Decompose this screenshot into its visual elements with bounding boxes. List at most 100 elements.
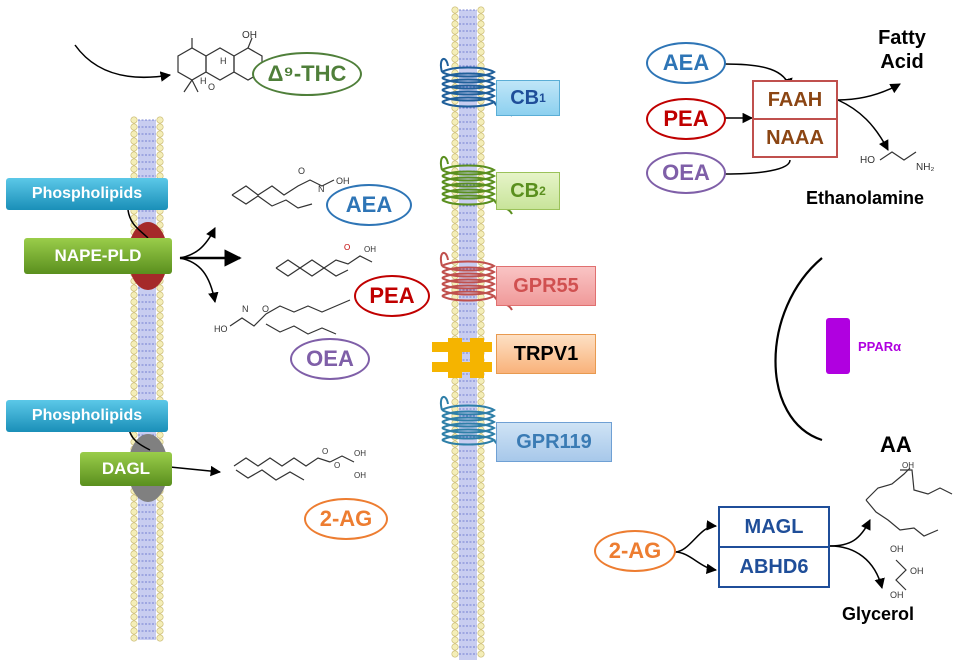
lipid-head xyxy=(156,515,164,523)
lipid-head xyxy=(156,116,164,124)
lipid-head xyxy=(451,594,459,602)
lipid-head xyxy=(477,636,485,644)
aea-label: AEA xyxy=(345,192,393,217)
lipid-head xyxy=(477,545,485,553)
helix-turn xyxy=(441,188,496,200)
lipid-head xyxy=(130,340,138,348)
cb2-subscript: 2 xyxy=(539,184,546,198)
lipid-head xyxy=(156,312,164,320)
lipid-head xyxy=(130,382,138,390)
lipid-head xyxy=(477,300,485,308)
lipid-head xyxy=(477,531,485,539)
lipid-head xyxy=(156,508,164,516)
lipid-head xyxy=(477,118,485,126)
helix-turn xyxy=(441,416,496,428)
lipid-head xyxy=(156,165,164,173)
two-ag-o-label-1: O xyxy=(322,447,328,456)
helix-turn xyxy=(441,170,496,182)
phospholipids-label-2: Phospholipids xyxy=(31,407,143,424)
abhd6-enzyme: ABHD6 xyxy=(718,546,830,588)
lipid-head xyxy=(451,244,459,252)
lipid-head xyxy=(451,650,459,658)
lipid-head xyxy=(477,622,485,630)
oea-ho-label: HO xyxy=(214,324,228,334)
lipid-head xyxy=(451,517,459,525)
lipid-head xyxy=(156,375,164,383)
lipid-head xyxy=(130,627,138,635)
gpr119-label: GPR119 xyxy=(516,430,592,453)
lipid-head xyxy=(477,650,485,658)
lipid-head xyxy=(477,146,485,154)
lipid-head xyxy=(156,634,164,642)
cb2-helix xyxy=(439,155,513,215)
lipid-head xyxy=(477,475,485,483)
lipid-head xyxy=(130,319,138,327)
lipid-head xyxy=(130,375,138,383)
thc-h-label-1: H xyxy=(220,56,227,66)
lipid-head xyxy=(451,559,459,567)
gpr119-receptor: GPR119 xyxy=(496,422,612,462)
oea-n-label: N xyxy=(242,304,249,314)
dagl-box: DAGL xyxy=(80,452,172,486)
lipid-head xyxy=(130,613,138,621)
lipid-head xyxy=(130,557,138,565)
lipid-head xyxy=(477,566,485,574)
lipid-head xyxy=(477,223,485,231)
faah-enzyme: FAAH xyxy=(752,80,838,120)
phospholipids-label-1: Phospholipids xyxy=(31,185,143,202)
lipid-head xyxy=(451,643,459,651)
lipid-head xyxy=(130,389,138,397)
lipid-head xyxy=(451,125,459,133)
lipid-head xyxy=(477,41,485,49)
lipid-head xyxy=(156,305,164,313)
lipid-head xyxy=(156,389,164,397)
lipid-head xyxy=(130,543,138,551)
lipid-head xyxy=(156,333,164,341)
lipid-head xyxy=(130,347,138,355)
lipid-head xyxy=(130,116,138,124)
lipid-head xyxy=(451,552,459,560)
lipid-head xyxy=(156,536,164,544)
glycerol-oh-label-1: OH xyxy=(890,544,904,554)
lipid-head xyxy=(451,153,459,161)
lipid-head xyxy=(130,305,138,313)
lipid-head xyxy=(477,482,485,490)
lipid-head xyxy=(451,482,459,490)
lipid-head xyxy=(477,510,485,518)
naaa-enzyme: NAAA xyxy=(752,118,838,158)
lipid-head xyxy=(477,230,485,238)
lipid-head xyxy=(156,347,164,355)
lipid-head xyxy=(451,146,459,154)
dagl-label: DAGL xyxy=(101,459,151,478)
pea-label-right: PEA xyxy=(663,106,709,131)
lipid-head xyxy=(130,620,138,628)
thc-ligand: Δ⁹-THC xyxy=(252,52,362,96)
lipid-head xyxy=(130,165,138,173)
lipid-head xyxy=(477,468,485,476)
lipid-head xyxy=(451,475,459,483)
ethanolamine-nh2-label: NH₂ xyxy=(916,162,934,173)
cb2-label: CB xyxy=(510,179,540,202)
lipid-head xyxy=(156,627,164,635)
helix-turn xyxy=(441,422,496,434)
lipid-head xyxy=(477,153,485,161)
lipid-head xyxy=(451,524,459,532)
lipid-head xyxy=(477,209,485,217)
lipid-head xyxy=(451,538,459,546)
lipid-head xyxy=(477,601,485,609)
lipid-head xyxy=(451,496,459,504)
thc-h-label-2: H xyxy=(200,76,207,86)
two-ag-oh-label-2: OH xyxy=(354,471,366,480)
lipid-head xyxy=(130,130,138,138)
lipid-head xyxy=(130,501,138,509)
fatty-acid-product: Fatty Acid xyxy=(862,26,942,74)
lipid-head xyxy=(156,578,164,586)
oea-o-label: O xyxy=(262,304,269,314)
aea-oh-label: OH xyxy=(336,176,350,186)
lipid-head xyxy=(451,251,459,259)
cb1-label: CB xyxy=(510,86,540,109)
trpv1-receptor: TRPV1 xyxy=(496,334,596,374)
lipid-head xyxy=(477,27,485,35)
oea-structure xyxy=(229,299,351,335)
